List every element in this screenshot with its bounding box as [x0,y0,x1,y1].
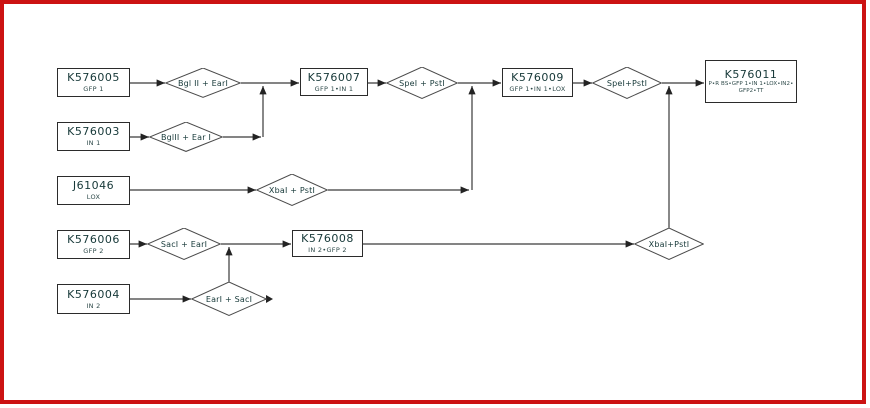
part-title: K576009 [511,71,564,85]
diamond-shape [592,67,662,99]
part-title: K576007 [307,70,361,84]
digest-label: EarI + SacI [205,294,253,304]
part-subtitle: GFP 2 [83,247,104,256]
part-subtitle: GFP 1•IN 1•LOX [509,85,566,94]
part-title: K576006 [67,233,120,247]
digest-label: SacI + EarI [160,239,208,249]
digest-diamond-bglii-eari-1: Bgl II + EarI [165,68,241,98]
digest-label: XbaI+PstI [648,239,690,249]
part-node-K576007: K576007 GFP 1•IN 1 [300,68,368,96]
part-subtitle: IN 2•GFP 2 [308,246,347,255]
digest-label: BglII + Ear I [160,132,212,142]
part-node-J61046: J61046 LOX [57,176,130,205]
digest-diamond-bglii-eari-2: BglII + Ear I [149,122,223,152]
part-subtitle: GFP 1•IN 1 [314,84,354,93]
part-title: K576005 [67,71,120,85]
part-subtitle-line2: GFP2•TT [738,88,764,94]
part-node-K576006: K576006 GFP 2 [57,230,130,259]
digest-diamond-xbai-psti-2: XbaI+PstI [634,228,704,260]
diamond-shape [191,282,267,316]
digest-label: Bgl II + EarI [177,78,229,88]
part-node-K576003: K576003 IN 1 [57,122,130,151]
part-node-K576004: K576004 IN 2 [57,284,130,314]
digest-diamond-saci-eari: SacI + EarI [147,228,221,260]
part-title: K576008 [301,232,354,246]
digest-label: SpeI+PstI [606,78,648,88]
digest-label: SpeI + PstI [399,78,445,88]
part-node-K576005: K576005 GFP 1 [57,68,130,97]
diamond-shape [147,228,221,260]
part-title: K576004 [67,287,120,301]
digest-diamond-spei-psti-1: SpeI + PstI [386,67,458,99]
diamond-shape [386,67,458,99]
part-node-K576008: K576008 IN 2•GFP 2 [292,230,363,257]
part-title: J61046 [72,179,115,193]
digest-diamond-spei-psti-2: SpeI+PstI [592,67,662,99]
part-title: K576003 [67,125,120,139]
part-subtitle: GFP 1 [83,85,104,94]
diamond-shape [165,68,241,98]
part-subtitle: LOX [86,193,101,202]
part-subtitle-line1: P•R BS•GFP 1•IN 1•LOX•IN2• [708,80,794,87]
part-node-K576011: K576011 P•R BS•GFP 1•IN 1•LOX•IN2• GFP2•… [705,60,797,103]
digest-label: XbaI + PstI [268,185,316,195]
part-subtitle: IN 1 [86,139,101,148]
digest-diamond-eari-saci: EarI + SacI [191,282,267,316]
digest-diamond-xbai-psti-1: XbaI + PstI [256,174,328,206]
diamond-shape [634,228,704,260]
diamond-shape [149,122,223,152]
part-subtitle: IN 2 [86,301,101,310]
part-title: K576011 [724,67,778,81]
part-node-K576009: K576009 GFP 1•IN 1•LOX [502,68,573,97]
diamond-shape [256,174,328,206]
